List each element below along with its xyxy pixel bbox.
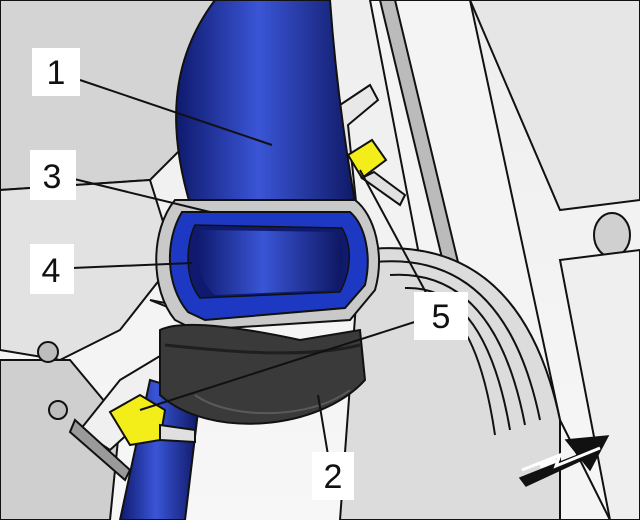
leader-line-4 — [71, 262, 193, 269]
callout-1: 1 — [32, 48, 80, 96]
leader-line-2 — [317, 394, 329, 456]
leader-line-5a — [139, 317, 428, 411]
callout-3-label: 3 — [43, 158, 62, 196]
leader-lines — [69, 79, 431, 456]
callout-3: 3 — [30, 150, 76, 200]
callout-1-label: 1 — [47, 54, 66, 92]
callout-4-label: 4 — [42, 252, 61, 290]
view-direction-arrow-icon — [518, 435, 610, 487]
callout-2: 2 — [312, 452, 354, 500]
fasteners — [108, 138, 407, 447]
callout-5-label: 5 — [432, 298, 451, 336]
hose-clamp-assembly — [155, 199, 380, 425]
leader-line-1 — [79, 79, 273, 146]
callout-5: 5 — [414, 292, 468, 340]
callout-4: 4 — [30, 244, 74, 294]
callout-2-label: 2 — [324, 458, 343, 496]
leader-line-3 — [69, 177, 211, 213]
fastener-lower — [108, 393, 196, 447]
fastener-upper — [346, 138, 407, 207]
leader-line-5b — [359, 169, 431, 301]
